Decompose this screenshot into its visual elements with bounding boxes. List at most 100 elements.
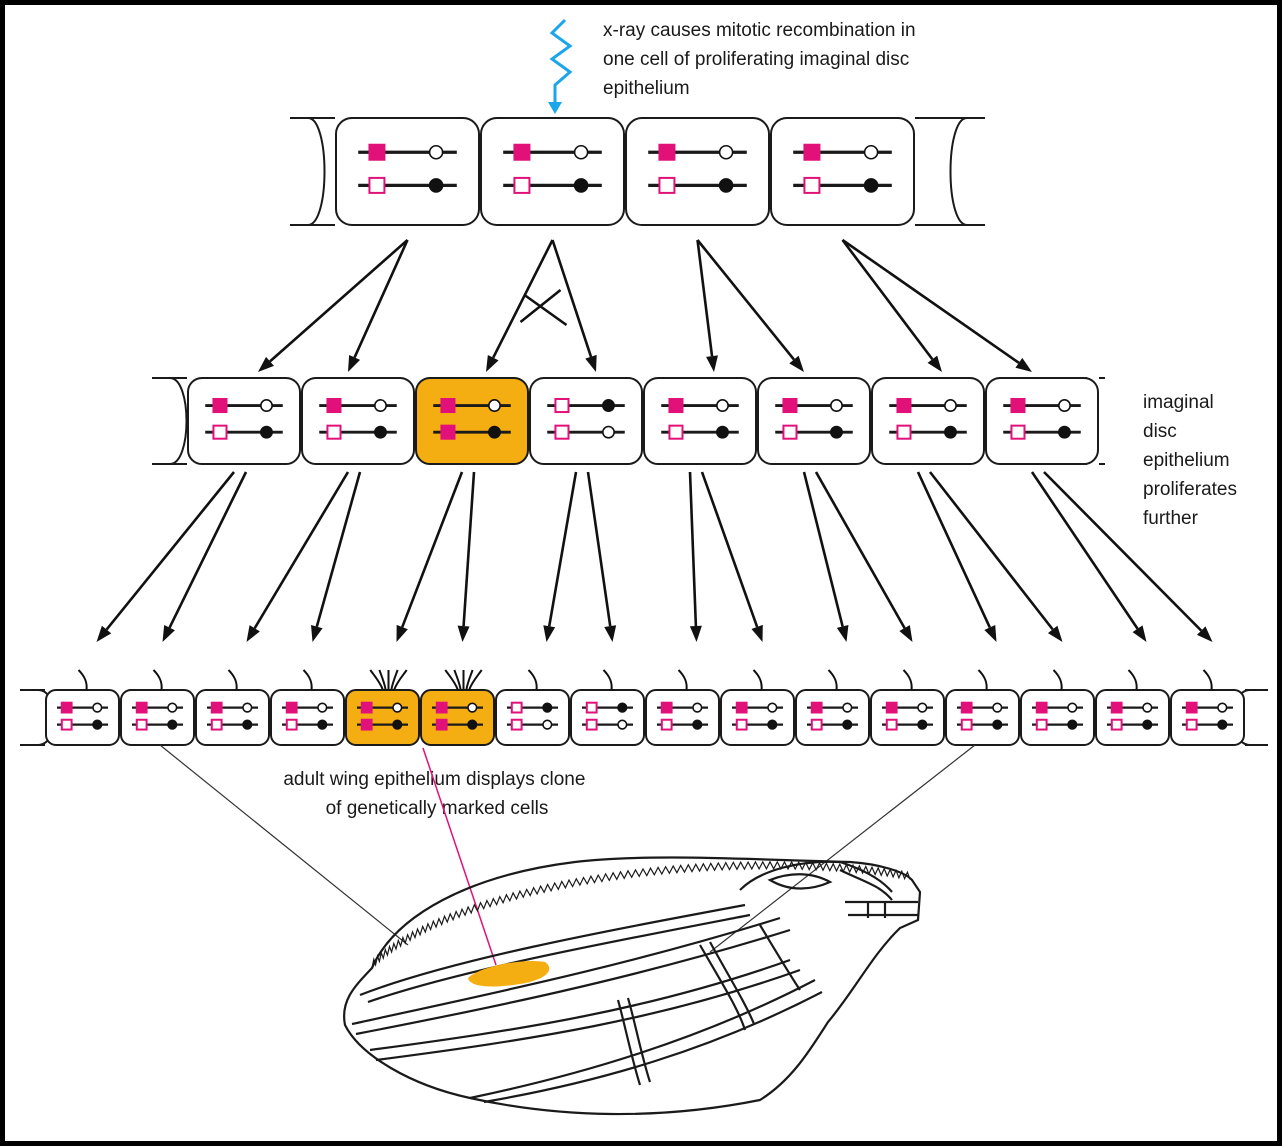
marker-square-filled — [135, 701, 148, 714]
bristle — [827, 669, 838, 691]
marker-square-open — [554, 424, 570, 440]
marker-dot-filled — [863, 178, 879, 193]
arrow-head — [1132, 625, 1147, 642]
marker-square-filled — [210, 701, 223, 714]
marker-square-open — [135, 718, 148, 731]
cell-normal — [120, 669, 195, 746]
arrow-shaft — [916, 471, 991, 629]
xray-caption-line-1: x-ray causes mitotic recombination in — [603, 20, 916, 41]
cell-normal — [870, 669, 945, 746]
arrow-head — [751, 624, 763, 642]
leader-lines — [159, 744, 976, 966]
cell-normal — [301, 377, 415, 465]
cell-body — [529, 377, 643, 465]
epithelium-edge-left — [290, 117, 335, 226]
cell-body — [871, 377, 985, 465]
cell-normal — [1095, 669, 1170, 746]
marker-square-open — [513, 176, 531, 194]
marker-square-filled — [440, 424, 456, 440]
marker-square-filled — [360, 718, 373, 731]
epithelium-row-2 — [152, 377, 1105, 465]
arrow-head — [689, 625, 702, 642]
arrow-shaft — [814, 471, 906, 629]
cell-clone — [415, 377, 529, 465]
cell-normal — [195, 669, 270, 746]
cell-body — [1020, 689, 1095, 746]
lineage-arrow — [696, 239, 804, 372]
cell-body — [570, 689, 645, 746]
arrow-shaft — [928, 471, 1054, 631]
arrow-head — [311, 624, 323, 642]
marker-dot-open — [428, 144, 444, 160]
proliferation-caption: imaginal disc epithelium proliferates fu… — [1143, 392, 1242, 529]
lineage-arrow — [162, 471, 248, 642]
marker-square-filled — [1110, 701, 1123, 714]
cell-body — [795, 689, 870, 746]
marker-square-filled — [885, 701, 898, 714]
marker-dot-open — [944, 399, 957, 412]
wing-vein-4 — [469, 979, 823, 1104]
marker-dot-open — [1142, 702, 1153, 713]
marker-square-open — [735, 718, 748, 731]
wing-vein-3 — [369, 958, 801, 1062]
leader-line-left — [159, 744, 409, 946]
marker-square-open — [658, 176, 676, 194]
marker-dot-open — [617, 719, 628, 730]
marker-dot-open — [718, 144, 734, 160]
marker-square-filled — [212, 397, 228, 414]
bristle — [602, 669, 613, 691]
arrow-shaft — [1030, 471, 1139, 630]
marker-dot-filled — [1058, 425, 1071, 439]
clone-caption: adult wing epithelium displays clone of … — [283, 769, 590, 819]
marker-dot-filled — [428, 178, 444, 193]
bristle — [302, 669, 313, 691]
cell-normal — [770, 117, 915, 226]
bristle-tuft — [393, 669, 408, 691]
arrow-shaft — [802, 471, 844, 627]
arrow-head — [162, 624, 175, 642]
wing-margin-bristles — [371, 860, 911, 969]
marker-dot-filled — [716, 425, 729, 439]
marker-square-open — [660, 718, 673, 731]
bristle — [1202, 669, 1213, 691]
marker-dot-open — [467, 702, 478, 713]
marker-dot-filled — [1067, 719, 1078, 730]
bristle — [977, 669, 988, 691]
arrow-head — [246, 625, 260, 642]
cell-normal — [945, 669, 1020, 746]
wing-crossvein-2 — [699, 941, 756, 1031]
arrow-shaft — [401, 471, 464, 628]
marker-dot-open — [917, 702, 928, 713]
arrow-shaft — [841, 238, 1020, 364]
arrow-shaft — [696, 239, 795, 361]
cell-clone — [420, 669, 495, 746]
arrow-shaft — [841, 239, 934, 361]
marker-dot-filled — [392, 719, 403, 730]
marker-square-filled — [368, 143, 386, 161]
wing-hinge — [739, 860, 918, 918]
lineage-arrow — [486, 239, 554, 372]
xray-caption-line-2: one cell of proliferating imaginal disc — [603, 49, 909, 70]
lineage-arrow — [246, 471, 350, 642]
cell-body — [301, 377, 415, 465]
arrow-head — [604, 625, 617, 642]
marker-dot-filled — [242, 719, 253, 730]
marker-square-filled — [360, 701, 373, 714]
arrow-shaft — [168, 471, 248, 629]
cell-twin — [495, 669, 570, 746]
arrow-head — [899, 625, 913, 642]
bristle — [77, 669, 88, 691]
lineage-arrow — [457, 471, 476, 642]
marker-square-filled — [435, 701, 448, 714]
cell-normal — [335, 117, 480, 226]
marker-dot-open — [692, 702, 703, 713]
marker-square-open — [326, 424, 342, 440]
marker-square-open — [1010, 424, 1026, 440]
cell-normal — [187, 377, 301, 465]
lineage-arrow — [396, 471, 464, 642]
bristle — [152, 669, 163, 691]
bristle-tuft — [453, 669, 462, 691]
cell-body — [643, 377, 757, 465]
cell-normal — [757, 377, 871, 465]
